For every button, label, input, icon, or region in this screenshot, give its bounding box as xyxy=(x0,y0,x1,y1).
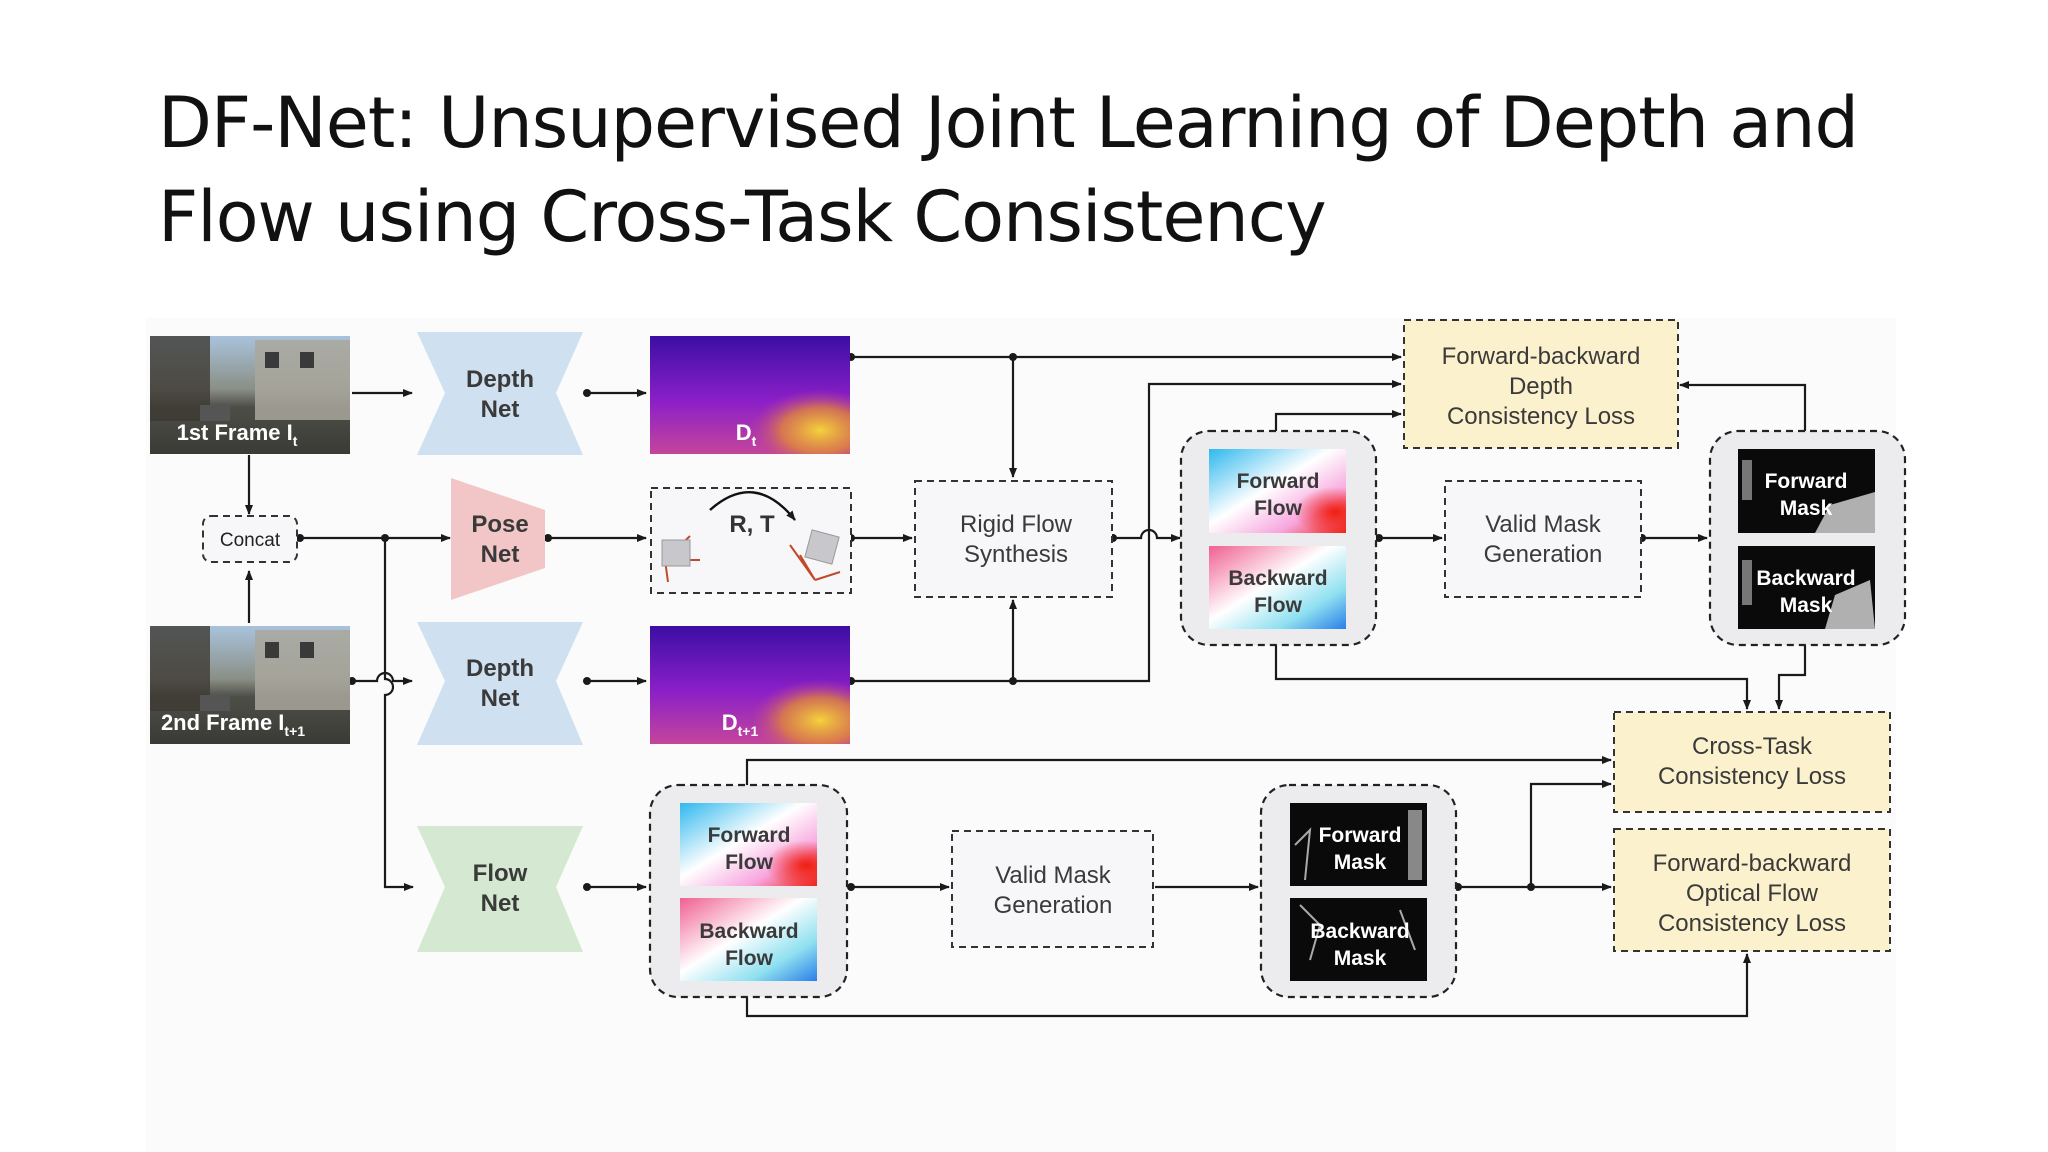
svg-text:Forward: Forward xyxy=(1765,470,1848,493)
svg-text:Flow: Flow xyxy=(1254,594,1302,617)
svg-text:Synthesis: Synthesis xyxy=(964,541,1068,568)
svg-text:Depth: Depth xyxy=(466,655,534,682)
svg-text:Generation: Generation xyxy=(994,892,1113,919)
svg-text:Mask: Mask xyxy=(1780,497,1833,520)
slide-title: DF-Net: Unsupervised Joint Learning of D… xyxy=(158,82,1859,258)
optical-backward-mask-image: Backward Mask xyxy=(1290,898,1427,981)
svg-text:Forward-backward: Forward-backward xyxy=(1653,850,1852,877)
pose-output-box: R, T xyxy=(650,487,852,594)
svg-text:Mask: Mask xyxy=(1334,851,1387,874)
svg-text:Flow: Flow xyxy=(725,851,773,874)
cross-task-consistency-loss: Cross-Task Consistency Loss xyxy=(1613,711,1891,813)
valid-mask-generation-box-1: Valid Mask Generation xyxy=(1444,480,1642,598)
svg-text:Flow: Flow xyxy=(1254,497,1302,520)
svg-text:Net: Net xyxy=(481,890,520,917)
rigid-backward-flow-image: Backward Flow xyxy=(1209,546,1346,629)
optical-mask-group: Forward Mask Backward Mask xyxy=(1259,783,1458,999)
svg-text:Valid Mask: Valid Mask xyxy=(1485,511,1602,538)
svg-text:Optical Flow: Optical Flow xyxy=(1686,880,1819,907)
svg-text:Consistency Loss: Consistency Loss xyxy=(1447,403,1635,430)
second-frame-image: 2nd Frame It+1 xyxy=(150,626,350,744)
svg-text:Forward: Forward xyxy=(708,824,791,847)
svg-text:Backward: Backward xyxy=(1756,567,1855,590)
concat-node: Concat xyxy=(202,515,298,563)
svg-text:Consistency Loss: Consistency Loss xyxy=(1658,910,1846,937)
pose-net: Pose Net xyxy=(451,478,545,600)
svg-text:R, T: R, T xyxy=(729,511,775,538)
depth-map-dt: Dt xyxy=(650,336,850,454)
rigid-backward-mask-image: Backward Mask xyxy=(1738,546,1875,629)
svg-text:Backward: Backward xyxy=(1310,920,1409,943)
svg-text:Forward: Forward xyxy=(1237,470,1320,493)
svg-text:Net: Net xyxy=(481,685,520,712)
rigid-flow-synthesis-box: Rigid Flow Synthesis xyxy=(914,480,1113,598)
svg-text:Mask: Mask xyxy=(1780,594,1833,617)
depth-net-top: Depth Net xyxy=(417,332,583,455)
svg-text:Forward-backward: Forward-backward xyxy=(1442,343,1641,370)
svg-text:Net: Net xyxy=(481,541,520,568)
svg-text:Cross-Task: Cross-Task xyxy=(1692,733,1813,760)
svg-text:Depth: Depth xyxy=(466,366,534,393)
svg-text:Flow: Flow xyxy=(473,860,528,887)
svg-text:Concat: Concat xyxy=(220,530,281,551)
fb-depth-consistency-loss: Forward-backward Depth Consistency Loss xyxy=(1403,319,1679,449)
valid-mask-generation-box-2: Valid Mask Generation xyxy=(951,830,1154,948)
optical-backward-flow-image: Backward Flow xyxy=(680,898,817,981)
rigid-flow-group: Forward Flow Backward Flow xyxy=(1179,429,1378,647)
svg-text:Rigid Flow: Rigid Flow xyxy=(960,511,1073,538)
rigid-forward-mask-image: Forward Mask xyxy=(1738,449,1875,533)
svg-text:1st Frame It: 1st Frame It xyxy=(177,420,298,449)
svg-text:Consistency Loss: Consistency Loss xyxy=(1658,763,1846,790)
camera-pose-right-icon xyxy=(789,529,841,581)
svg-text:Dt: Dt xyxy=(736,420,757,449)
svg-text:Mask: Mask xyxy=(1334,947,1387,970)
svg-text:Depth: Depth xyxy=(1509,373,1573,400)
optical-forward-mask-image: Forward Mask xyxy=(1290,803,1427,886)
camera-pose-left-icon xyxy=(661,535,700,583)
svg-text:Net: Net xyxy=(481,396,520,423)
connections xyxy=(245,353,1807,1018)
svg-text:Pose: Pose xyxy=(471,511,528,538)
svg-text:2nd Frame It+1: 2nd Frame It+1 xyxy=(161,710,305,739)
depth-net-bottom: Depth Net xyxy=(417,622,583,745)
rigid-forward-flow-image: Forward Flow xyxy=(1209,449,1346,533)
depth-map-dt1: Dt+1 xyxy=(650,626,850,744)
rigid-mask-group: Forward Mask Backward Mask xyxy=(1708,429,1907,647)
svg-text:Backward: Backward xyxy=(1228,567,1327,590)
svg-text:Flow: Flow xyxy=(725,947,773,970)
fb-optical-flow-consistency-loss: Forward-backward Optical Flow Consistenc… xyxy=(1613,828,1891,952)
optical-flow-group: Forward Flow Backward Flow xyxy=(648,783,849,999)
flow-net: Flow Net xyxy=(417,826,583,952)
svg-text:Generation: Generation xyxy=(1484,541,1603,568)
first-frame-image: 1st Frame It xyxy=(150,336,350,454)
svg-text:Valid Mask: Valid Mask xyxy=(995,862,1112,889)
optical-forward-flow-image: Forward Flow xyxy=(680,803,817,886)
svg-text:Dt+1: Dt+1 xyxy=(722,710,759,739)
svg-text:Backward: Backward xyxy=(699,920,798,943)
svg-text:Forward: Forward xyxy=(1319,824,1402,847)
